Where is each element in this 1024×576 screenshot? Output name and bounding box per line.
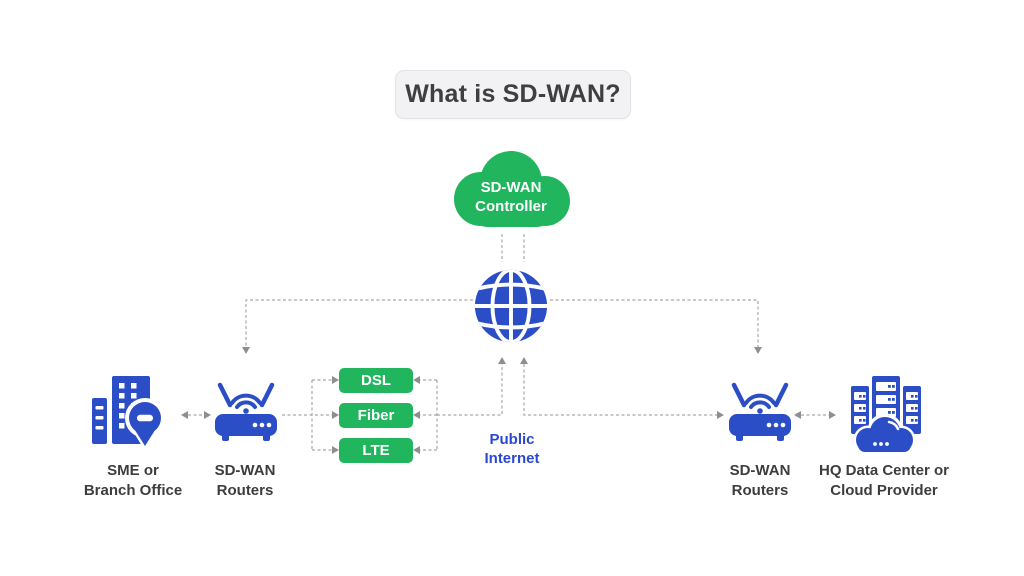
- cloud-icon: [454, 151, 570, 227]
- controller-label: SD-WAN Controller: [475, 179, 547, 215]
- branch-office-label: SME or Branch Office: [83, 462, 183, 499]
- link-box-dsl: DSL: [339, 368, 413, 393]
- page-title-text: What is SD-WAN?: [405, 80, 621, 108]
- left-sdwan-router-node: [210, 377, 282, 447]
- left-sdwan-router-label: SD-WAN Routers: [214, 462, 276, 499]
- public-internet-label: Public Internet: [484, 431, 540, 467]
- wifi-router-icon: [729, 382, 791, 441]
- page-title: What is SD-WAN?: [395, 70, 631, 119]
- internet-node: [472, 267, 550, 345]
- globe-icon: [474, 269, 548, 343]
- right-sdwan-router-node: [724, 377, 796, 447]
- branch-office-node: [88, 368, 172, 452]
- sdwan-controller-node: SD-WAN Controller: [443, 149, 579, 233]
- link-box-lte: LTE: [339, 438, 413, 463]
- hq-datacenter-label: HQ Data Center or Cloud Provider: [818, 462, 950, 499]
- right-sdwan-router-label: SD-WAN Routers: [729, 462, 791, 499]
- office-building-pin-icon: [92, 376, 165, 451]
- link-box-fiber: Fiber: [339, 403, 413, 428]
- hq-datacenter-node: [844, 374, 928, 456]
- wifi-router-icon: [215, 382, 277, 441]
- server-cloud-icon: [851, 376, 921, 455]
